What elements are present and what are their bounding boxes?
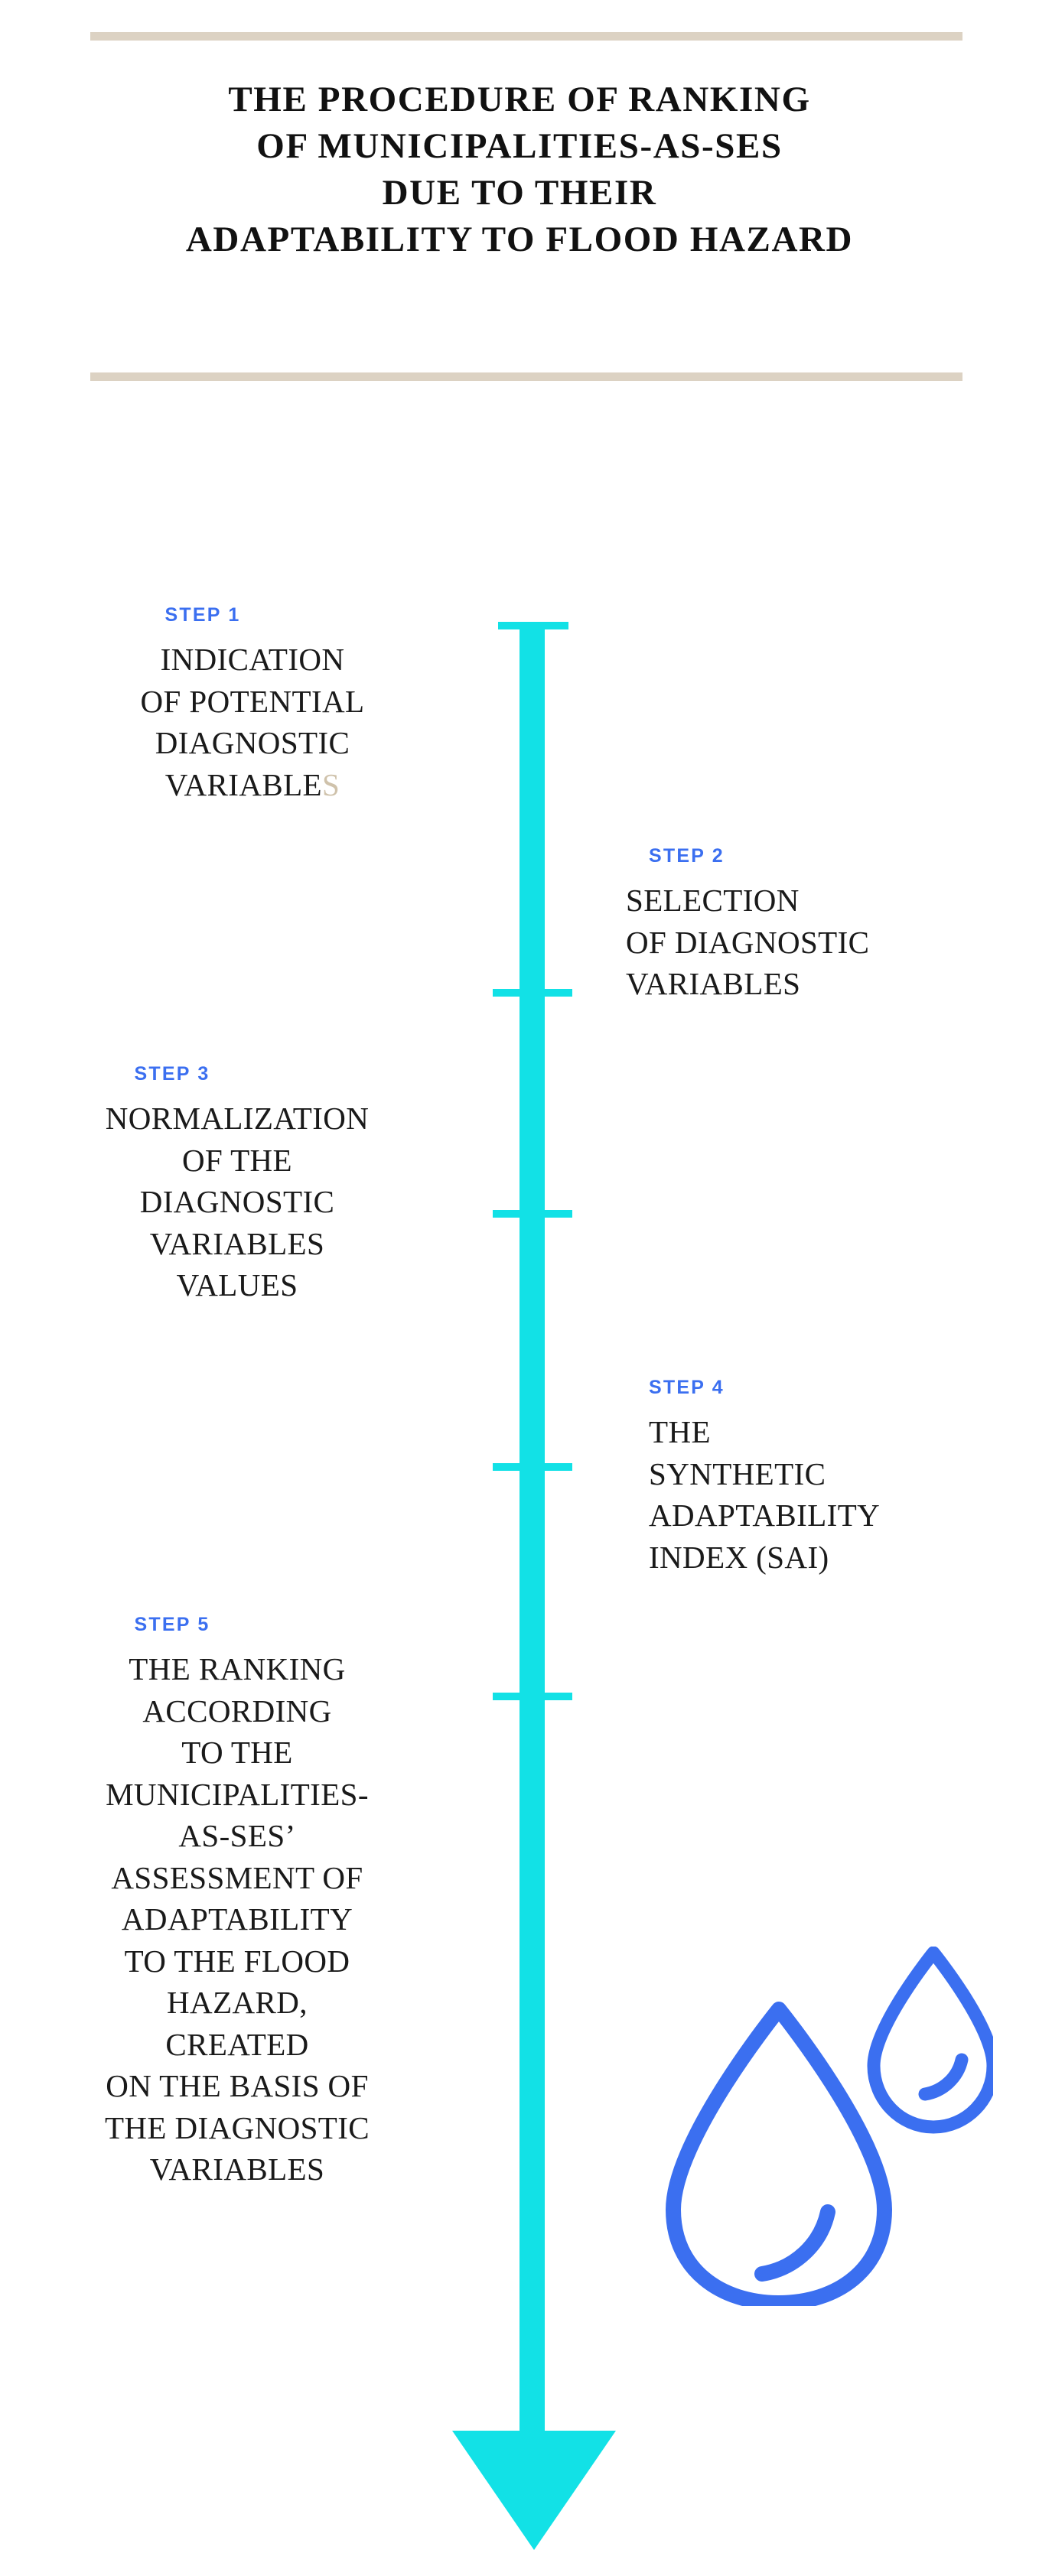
step-text-3: NORMALIZATION OF THE DIAGNOSTIC VARIABLE… (15, 1098, 459, 1306)
step-2-line-3: VARIABLES (626, 966, 801, 1002)
timeline-tick-2 (493, 1210, 572, 1218)
title-block: THE PROCEDURE OF RANKING OF MUNICIPALITI… (0, 0, 1039, 382)
step-1-line-1: INDICATION (160, 642, 345, 677)
step-block-3: STEP 3 NORMALIZATION OF THE DIAGNOSTIC V… (15, 1063, 459, 1306)
step-5-line-2: ACCORDING (142, 1693, 332, 1729)
title-line-3: DUE TO THEIR (382, 173, 657, 213)
step-text-4: THE SYNTHETIC ADAPTABILITY INDEX (SAI) (641, 1411, 1008, 1578)
title-line-4: ADAPTABILITY TO FLOOD HAZARD (185, 220, 854, 260)
droplet-large-outline (666, 2002, 892, 2311)
step-5-line-7: ADAPTABILITY (121, 1901, 353, 1937)
timeline-down-arrow-icon (452, 2431, 616, 2550)
step-3-line-4: VARIABLES (149, 1225, 325, 1261)
step-text-2: SELECTION OF DIAGNOSTIC VARIABLES (589, 880, 1002, 1005)
droplet-large-highlight (754, 2204, 835, 2282)
step-label-5: STEP 5 (134, 1614, 210, 1635)
step-label-3: STEP 3 (134, 1063, 210, 1085)
water-droplets-icon (664, 1946, 1000, 2311)
step-label-4: STEP 4 (649, 1377, 725, 1398)
step-block-1: STEP 1 INDICATION OF POTENTIAL DIAGNOSTI… (46, 604, 459, 805)
droplet-small-outline (867, 1946, 1000, 2134)
step-5-line-10: CREATED (165, 2026, 309, 2062)
timeline-top-cap-icon (498, 622, 568, 629)
step-3-line-2: OF THE (181, 1142, 293, 1178)
title-line-2: OF MUNICIPALITIES-AS-SES (256, 126, 783, 167)
step-3-line-3: DIAGNOSTIC (139, 1184, 335, 1220)
step-5-line-6: ASSESSMENT OF (111, 1859, 363, 1895)
step-1-line-2: OF POTENTIAL (140, 683, 365, 719)
step-5-line-5: AS-SES’ (178, 1818, 296, 1854)
step-label-2: STEP 2 (649, 845, 725, 867)
step-2-line-1: SELECTION (626, 883, 800, 918)
step-block-2: STEP 2 SELECTION OF DIAGNOSTIC VARIABLES (589, 845, 1002, 1005)
step-1-line-4: VARIABLES (46, 764, 459, 806)
step-1-line-3: DIAGNOSTIC (155, 725, 350, 761)
step-5-line-13: VARIABLES (149, 2152, 325, 2187)
divider-top (90, 32, 962, 41)
step-5-line-1: THE RANKING (129, 1651, 346, 1686)
step-1-line-4-main: VARIABLE (164, 766, 322, 802)
step-5-line-11: ON THE BASIS OF (106, 2068, 369, 2104)
step-block-4: STEP 4 THE SYNTHETIC ADAPTABILITY INDEX … (641, 1377, 1008, 1578)
droplet-small-highlight (918, 2053, 969, 2101)
timeline-tick-4 (493, 1693, 572, 1700)
timeline-tick-1 (493, 989, 572, 997)
step-4-line-1: THE (649, 1414, 711, 1449)
step-3-line-5: VALUES (176, 1267, 298, 1303)
step-5-line-9: HAZARD, (167, 1985, 308, 2021)
step-5-line-8: TO THE FLOOD (124, 1943, 350, 1979)
step-text-1: INDICATION OF POTENTIAL DIAGNOSTIC VARIA… (46, 639, 459, 805)
page-title: THE PROCEDURE OF RANKING OF MUNICIPALITI… (46, 76, 993, 263)
title-line-1: THE PROCEDURE OF RANKING (228, 80, 811, 119)
step-text-5: THE RANKING ACCORDING TO THE MUNICIPALIT… (15, 1648, 459, 2191)
step-3-line-1: NORMALIZATION (105, 1101, 370, 1136)
timeline-tick-3 (493, 1463, 572, 1471)
step-label-1: STEP 1 (164, 604, 241, 626)
divider-bottom (90, 372, 962, 381)
step-2-line-2: OF DIAGNOSTIC (626, 924, 870, 960)
step-5-line-4: MUNICIPALITIES- (106, 1776, 369, 1812)
step-4-line-3: ADAPTABILITY (649, 1498, 881, 1534)
step-block-5: STEP 5 THE RANKING ACCORDING TO THE MUNI… (15, 1614, 459, 2191)
timeline-stem (520, 622, 545, 2433)
step-5-line-3: TO THE (181, 1735, 293, 1771)
step-4-line-2: SYNTHETIC (649, 1456, 826, 1491)
step-1-accent-letter: S (321, 766, 340, 802)
step-5-line-12: THE DIAGNOSTIC (104, 2109, 370, 2145)
step-4-line-4: INDEX (SAI) (649, 1539, 829, 1575)
